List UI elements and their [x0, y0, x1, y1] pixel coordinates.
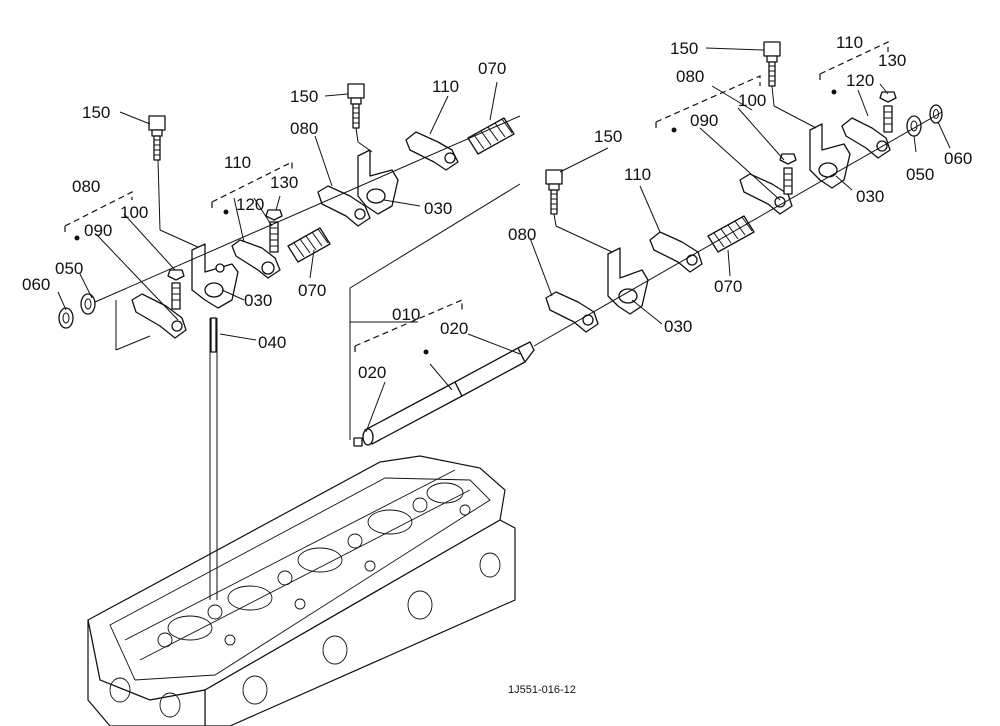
label-070: 070	[714, 277, 742, 296]
label-040: 040	[258, 333, 286, 352]
label-050: 050	[906, 165, 934, 184]
rocker-arm-icon	[317, 185, 371, 227]
washer-icon	[80, 293, 96, 315]
rocker-bracket-icon	[191, 243, 239, 309]
label-090: 090	[690, 111, 718, 130]
label-120: 120	[236, 195, 264, 214]
cylinder-head	[87, 455, 516, 726]
label-060: 060	[22, 275, 50, 294]
rocker-arm-icon	[405, 131, 459, 171]
rocker-arm-icon	[649, 231, 703, 273]
spring-icon	[707, 215, 755, 253]
label-030: 030	[424, 199, 452, 218]
label-080: 080	[72, 177, 100, 196]
part-labels: 150 080 100 090 050 060 110 120 130 030 …	[22, 33, 972, 696]
label-080: 080	[508, 225, 536, 244]
label-010: 010	[392, 305, 420, 324]
washer-icon	[906, 115, 922, 137]
push-rod	[209, 317, 218, 600]
bolt-icon	[545, 169, 563, 215]
rocker-arm-icon	[739, 173, 793, 215]
label-110: 110	[432, 77, 459, 96]
label-060: 060	[944, 149, 972, 168]
spring-icon	[467, 117, 515, 155]
label-080: 080	[676, 67, 704, 86]
label-110: 110	[624, 165, 651, 184]
label-130: 130	[878, 51, 906, 70]
adjusting-screw-icon	[879, 91, 897, 133]
label-020: 020	[358, 363, 386, 382]
rocker-arm-icon	[231, 239, 281, 279]
label-120: 120	[846, 71, 874, 90]
adjusting-screw-icon	[167, 269, 185, 310]
label-020: 020	[440, 319, 468, 338]
bolt-icon	[347, 83, 365, 129]
leader-lines	[57, 47, 951, 433]
group-dot-icon	[831, 89, 837, 95]
label-090: 090	[84, 221, 112, 240]
rocker-arm-icon	[841, 117, 891, 159]
adjusting-screw-icon	[779, 153, 797, 195]
label-100: 100	[738, 91, 766, 110]
group-brackets	[64, 41, 889, 356]
label-080: 080	[290, 119, 318, 138]
label-150: 150	[290, 87, 318, 106]
label-030: 030	[244, 291, 272, 310]
bolt-icon	[763, 41, 781, 87]
label-150: 150	[670, 39, 698, 58]
label-110: 110	[224, 153, 251, 172]
rocker-group-right	[533, 41, 943, 347]
label-150: 150	[82, 103, 110, 122]
label-030: 030	[664, 317, 692, 336]
group-dot-icon	[671, 127, 677, 133]
drawing-code: 1J551-016-12	[508, 684, 576, 696]
label-030: 030	[856, 187, 884, 206]
label-070: 070	[478, 59, 506, 78]
label-070: 070	[298, 281, 326, 300]
label-100: 100	[120, 203, 148, 222]
rocker-bracket-icon	[357, 149, 399, 215]
label-110: 110	[836, 33, 863, 52]
adjusting-screw-icon	[265, 209, 283, 253]
rocker-shaft	[353, 341, 535, 447]
spring-icon	[287, 227, 331, 263]
circlip-icon	[929, 104, 943, 124]
rocker-arm-icon	[545, 291, 599, 333]
circlip-icon	[58, 307, 74, 329]
group-dot-icon	[223, 209, 229, 215]
rocker-bracket-icon	[607, 247, 649, 315]
group-dot-icon	[74, 235, 80, 241]
bolt-icon	[148, 115, 166, 161]
rocker-bracket-icon	[809, 123, 851, 189]
label-050: 050	[55, 259, 83, 278]
rocker-arm-icon	[131, 293, 187, 339]
group-dot-icon	[423, 349, 429, 355]
label-150: 150	[594, 127, 622, 146]
label-130: 130	[270, 173, 298, 192]
